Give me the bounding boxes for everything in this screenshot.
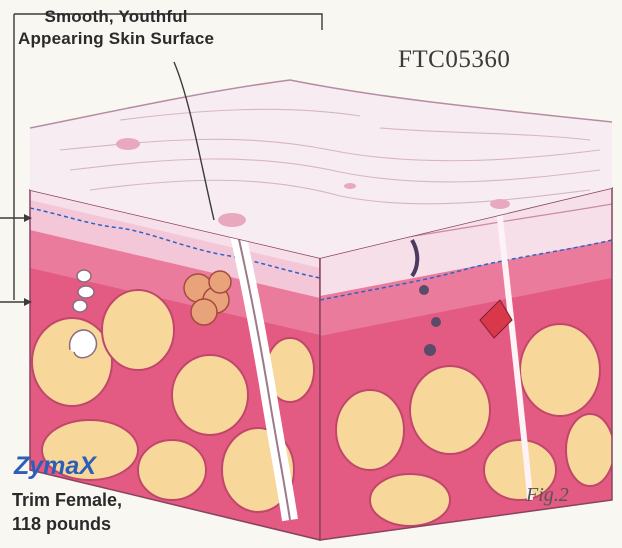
callout-line-1: Smooth, Youthful <box>18 6 214 28</box>
subject-line-2: 118 pounds <box>12 512 122 536</box>
brand-name: ZymaX <box>14 452 96 481</box>
figure-label: Fig.2 <box>526 484 569 507</box>
subject-description: Trim Female, 118 pounds <box>12 488 122 536</box>
subject-line-1: Trim Female, <box>12 488 122 512</box>
skin-surface-callout: Smooth, Youthful Appearing Skin Surface <box>18 6 214 50</box>
callout-line-2: Appearing Skin Surface <box>18 28 214 50</box>
document-id: FTC05360 <box>398 46 510 74</box>
